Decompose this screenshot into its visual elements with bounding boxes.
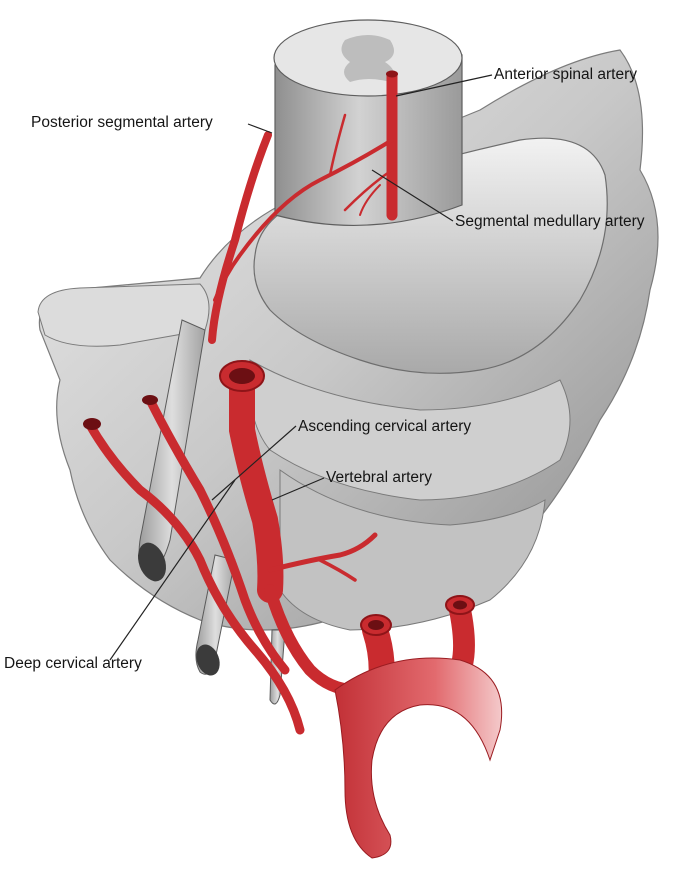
leader-vertebral [271, 477, 325, 501]
vertebra-lower-shelf [248, 359, 571, 501]
leader-ascending-cervical [211, 425, 297, 501]
label-anterior-spinal-artery: Anterior spinal artery [494, 66, 638, 83]
leader-segmental-medullary [371, 169, 454, 222]
spinal-cord [274, 54, 463, 227]
leader-deep-cervical [109, 479, 236, 661]
ascending-cervical-artery [85, 420, 305, 735]
label-segmental-medullary-artery: Segmental medullary artery [455, 213, 645, 230]
label-ascending-cervical-artery: Ascending cervical artery [298, 418, 472, 435]
label-vertebral-artery: Vertebral artery [326, 469, 432, 486]
deep-cervical-artery [145, 395, 290, 675]
label-posterior-segmental-artery: Posterior segmental artery [31, 114, 213, 131]
leader-lines [109, 74, 493, 661]
leader-anterior-spinal [395, 74, 493, 97]
vertebra-bottom [279, 469, 546, 631]
transverse-process-left [37, 283, 210, 347]
label-deep-cervical-artery: Deep cervical artery [4, 655, 142, 672]
aortic-arch [334, 657, 503, 859]
gray-matter [341, 35, 394, 82]
posterior-segmental-artery [208, 131, 272, 344]
segmental-medullary-artery [213, 138, 394, 302]
leader-posterior-segmental [247, 123, 273, 134]
